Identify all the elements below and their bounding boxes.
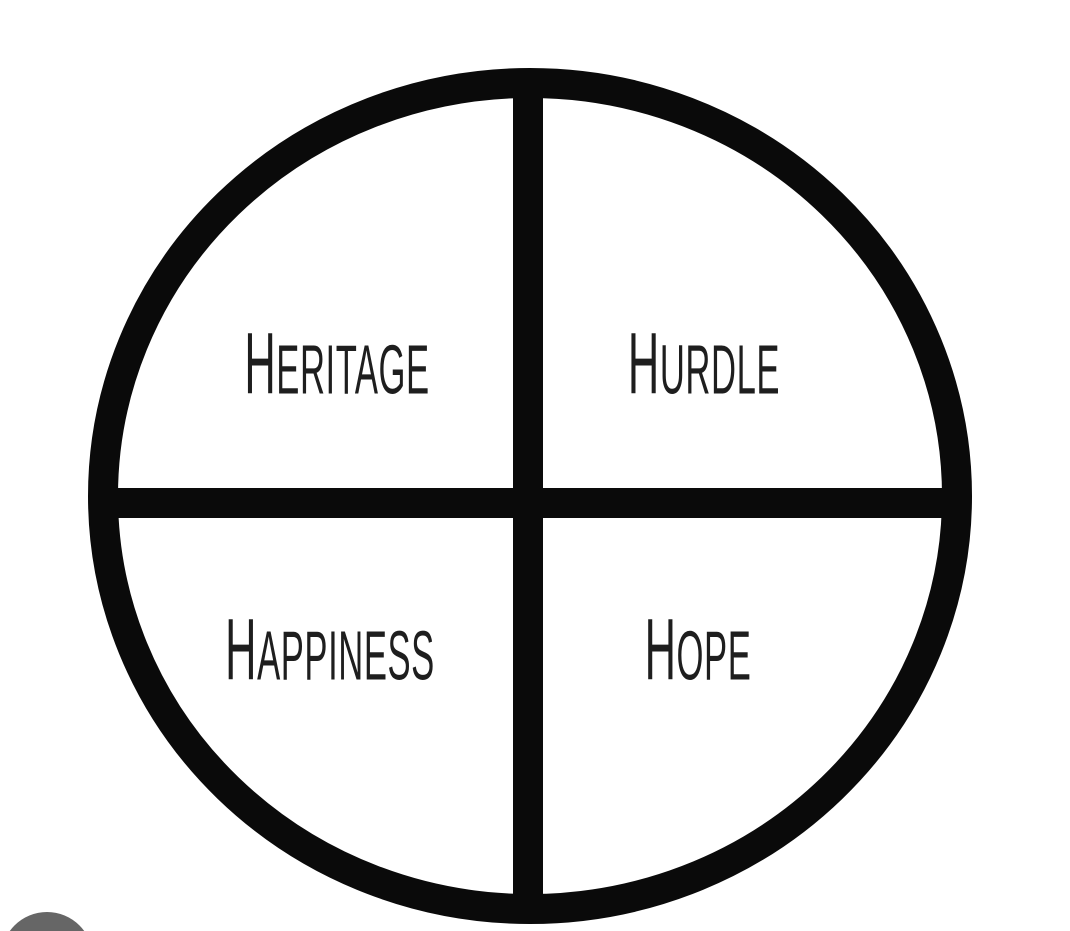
quadrant-label-hurdle: Hurdle (627, 314, 781, 413)
quadrant-label-happiness: Happiness (225, 600, 435, 699)
quadrant-label-hope: Hope (644, 600, 752, 699)
quadrant-label-heritage: Heritage (244, 314, 430, 413)
